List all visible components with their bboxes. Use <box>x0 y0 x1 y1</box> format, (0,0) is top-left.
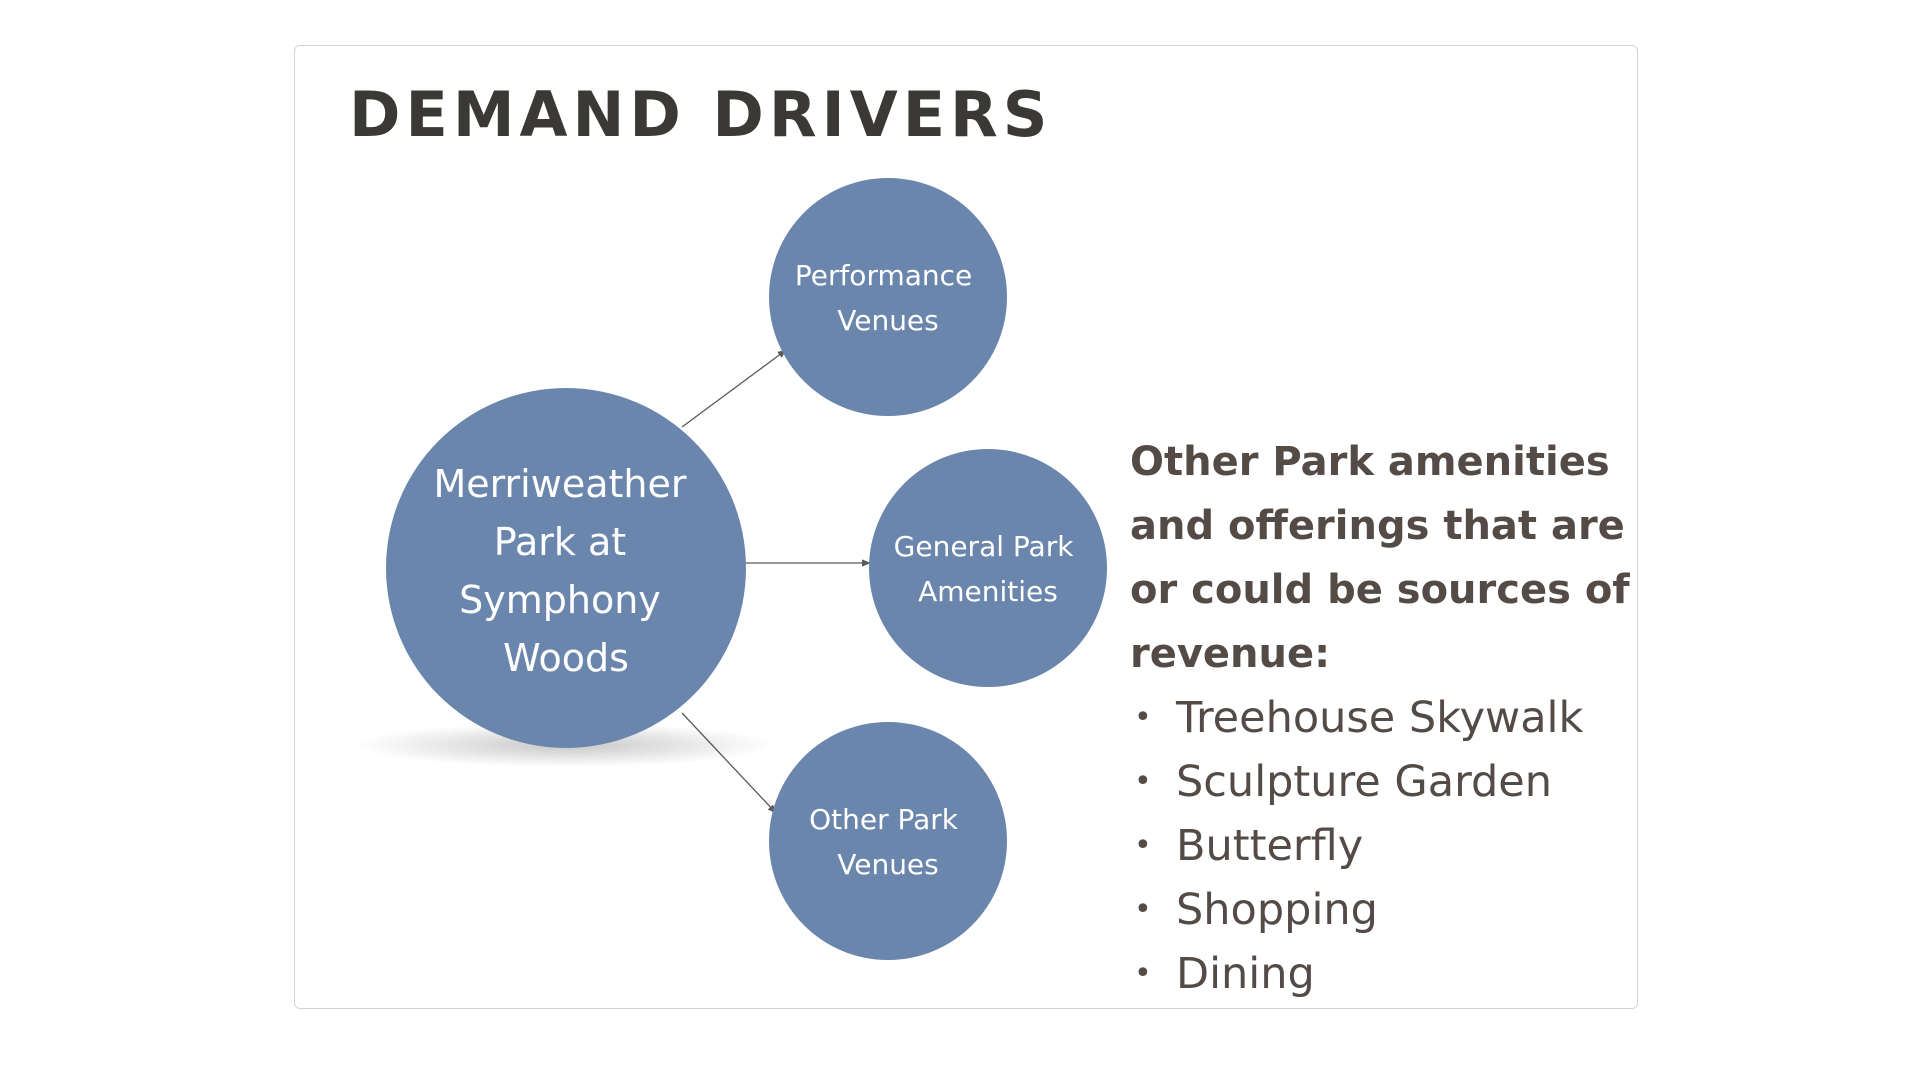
svg-text:Other Park Venues: Other Park Venues <box>809 803 967 881</box>
center-node <box>386 388 746 748</box>
list-item: • Butterfly <box>1130 814 1630 878</box>
bullet-icon: • <box>1134 828 1152 863</box>
bullet-icon: • <box>1134 956 1152 991</box>
node-performance-venues-label-line-2: Venues <box>837 304 939 337</box>
bullet-icon: • <box>1134 700 1152 735</box>
list-item: • Sculpture Garden <box>1130 750 1630 814</box>
svg-text:General Park Amenities: General Park Amenities <box>894 530 1083 608</box>
list-item-label: Sculpture Garden <box>1176 757 1552 807</box>
bullet-icon: • <box>1134 764 1152 799</box>
node-other-park-venues <box>769 722 1007 960</box>
node-general-park-amenities-label-line-2: Amenities <box>918 575 1058 608</box>
center-node-label-line-2: Park at <box>494 520 626 564</box>
heading-line-1: Other Park amenities <box>1130 439 1610 485</box>
connector-to-performance-venues <box>681 349 787 428</box>
svg-text:Merriweather Park at S: Merriweather Park at Symphony Woods <box>433 462 698 680</box>
heading-line-3: or could be sources of <box>1130 567 1630 613</box>
slide-title: DEMAND DRIVERS <box>349 78 1053 151</box>
bullet-icon: • <box>1134 892 1152 927</box>
node-performance-venues-label-line-1: Performance <box>795 259 972 292</box>
node-general-park-amenities <box>869 449 1107 687</box>
heading-line-2: and offerings that are <box>1130 503 1625 549</box>
list-item-label: Butterfly <box>1176 821 1364 871</box>
node-other-park-venues-label-line-1: Other Park <box>809 803 959 836</box>
heading-line-4: revenue: <box>1130 631 1331 677</box>
revenue-sources-list: • Treehouse Skywalk • Sculpture Garden •… <box>1130 686 1630 1006</box>
list-item-label: Treehouse Skywalk <box>1176 693 1584 743</box>
list-item: • Shopping <box>1130 878 1630 942</box>
list-item-label: Shopping <box>1176 885 1378 935</box>
list-item-label: Dining <box>1176 949 1315 999</box>
list-item: • Dining <box>1130 942 1630 1006</box>
center-node-label-line-3: Symphony <box>459 578 661 622</box>
list-item: • Treehouse Skywalk <box>1130 686 1630 750</box>
node-performance-venues <box>769 178 1007 416</box>
center-node-label-line-4: Woods <box>503 636 629 680</box>
center-node-label-line-1: Merriweather <box>433 462 686 506</box>
revenue-sources-panel: Other Park amenities and offerings that … <box>1130 430 1630 1006</box>
node-general-park-amenities-label-line-1: General Park <box>894 530 1075 563</box>
svg-text:Performance Venues: Performance Venues <box>795 259 981 337</box>
revenue-sources-heading: Other Park amenities and offerings that … <box>1130 430 1630 686</box>
node-other-park-venues-label-line-2: Venues <box>837 848 939 881</box>
